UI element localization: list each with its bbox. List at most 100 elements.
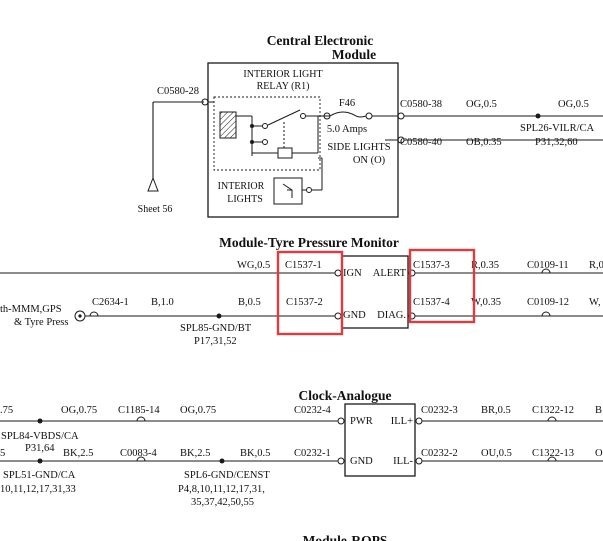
pin-terminal-icon xyxy=(415,417,423,425)
inline-connector-icon xyxy=(136,456,146,462)
tpms-pin-alert: ALERT xyxy=(373,268,407,279)
clock-splice-c: SPL6-GND/CENST xyxy=(184,470,270,481)
cem-out2-connector: C0580-40 xyxy=(400,137,442,148)
tpms-pin-diag: DIAG. xyxy=(377,310,406,321)
tpms-out2-far-connector: C0109-12 xyxy=(527,297,569,308)
inline-connector-icon xyxy=(541,268,551,274)
inline-connector-icon xyxy=(547,456,557,462)
relay-contact-icon xyxy=(262,123,268,129)
splice-dot xyxy=(37,458,43,464)
cem-left-connector: C0580-28 xyxy=(157,86,199,97)
splice-dot xyxy=(535,113,541,119)
rops-title: Module-ROPS xyxy=(303,533,388,541)
cem-box xyxy=(207,62,399,218)
splice-dot xyxy=(216,313,222,319)
tpms-in1-wire: WG,0.5 xyxy=(237,260,270,271)
splice-dot xyxy=(37,418,43,424)
clock-out1-wire: BR,0.5 xyxy=(481,405,511,416)
sheet-ref: Sheet 56 xyxy=(138,204,173,215)
clock-out2-connector: C0232-2 xyxy=(421,448,458,459)
clock-box xyxy=(344,403,416,477)
tpms-splice-pages: P17,31,52 xyxy=(194,336,237,347)
clock-row1-wire-a: OG,0.75 xyxy=(61,405,97,416)
relay-label-line2: RELAY (R1) xyxy=(257,81,310,92)
clock-row2-connector: C0083-4 xyxy=(120,448,158,459)
tpms-left-connector: C2634-1 xyxy=(92,297,129,308)
tpms-left-label1: th-MMM,GPS xyxy=(0,304,62,315)
relay-label-line1: INTERIOR LIGHT xyxy=(243,69,322,80)
tpms-pin-gnd: GND xyxy=(343,310,366,321)
tpms-pin-ign: IGN xyxy=(343,268,362,279)
cem-title-line1: Central Electronic xyxy=(267,33,374,48)
highlight-box-right xyxy=(408,248,476,324)
junction-dot xyxy=(250,140,254,144)
interior-lights-line1: INTERIOR xyxy=(218,181,265,192)
clock-splice-c-pages1: P4,8,10,11,12,17,31, xyxy=(178,484,265,495)
fuse-rating: 5.0 Amps xyxy=(327,124,367,135)
tpms-out1-far-connector: C0109-11 xyxy=(527,260,569,271)
interior-lights-switch-box xyxy=(273,177,303,205)
clock-pin-gnd: GND xyxy=(350,456,373,467)
inline-connector-icon xyxy=(136,416,146,422)
highlight-box-left xyxy=(276,250,344,336)
clock-splice-a: SPL84-VBDS/CA xyxy=(1,431,79,442)
pin-terminal-icon xyxy=(334,312,342,320)
tpms-out2-wire: W,0.35 xyxy=(471,297,501,308)
side-lights-line2: ON (O) xyxy=(353,155,386,166)
relay-outline xyxy=(213,96,321,171)
tpms-out1-edge-wire: R,0 xyxy=(589,260,603,271)
clock-title: Clock-Analogue xyxy=(298,388,391,403)
clock-row1-in-connector: C0232-4 xyxy=(294,405,332,416)
clock-row2-wire-c: BK,0.5 xyxy=(240,448,270,459)
inline-connector-icon xyxy=(541,311,551,317)
clock-row1-edge: .75 xyxy=(0,405,13,416)
fuse-icon xyxy=(329,111,367,118)
clock-out1-edge: B xyxy=(595,405,602,416)
clock-pin-pwr: PWR xyxy=(350,416,373,427)
pin-terminal-icon xyxy=(337,457,345,465)
relay-contact-icon xyxy=(300,113,306,119)
side-lights-line1: SIDE LIGHTS xyxy=(327,142,390,153)
clock-pin-ill-plus: ILL+ xyxy=(391,416,413,427)
inline-connector-icon xyxy=(89,311,99,317)
clock-out2-edge: O xyxy=(595,448,603,459)
sheet-arrow-icon xyxy=(147,176,159,192)
pin-terminal-icon xyxy=(397,112,405,120)
cem-splice-pages: P31,32,60 xyxy=(535,137,578,148)
clock-splice-c-pages2: 35,37,42,50,55 xyxy=(191,497,254,508)
cem-out1-connector: C0580-38 xyxy=(400,99,442,110)
cem-out1-wire: OG,0.5 xyxy=(466,99,497,110)
cem-out1-wire-right: OG,0.5 xyxy=(558,99,589,110)
clock-analogue: Clock-Analogue PWR GND ILL+ ILL- .75 OG,… xyxy=(0,388,603,508)
relay-switch-arm xyxy=(267,109,301,126)
tpms-in1-connector: C1537-1 xyxy=(285,260,322,271)
relay-contact-icon xyxy=(262,139,268,145)
pin-terminal-icon xyxy=(337,417,345,425)
tpms-in2-wire: B,0.5 xyxy=(238,297,261,308)
clock-row2-in-connector: C0232-1 xyxy=(294,448,331,459)
tpms-out2-connector: C1537-4 xyxy=(413,297,451,308)
clock-pin-ill-minus: ILL- xyxy=(393,456,413,467)
fuse-id: F46 xyxy=(339,98,355,109)
ground-connector-dot xyxy=(78,314,82,318)
central-electronic-module: Central Electronic Module INTERIOR LIGHT… xyxy=(138,33,603,218)
interior-lights-switch-icon xyxy=(282,183,293,198)
clock-splice-b-pages: 10,11,12,17,31,33 xyxy=(0,484,76,495)
pin-terminal-icon xyxy=(306,187,312,193)
tpms-out2-edge-wire: W, xyxy=(589,297,601,308)
clock-out2-far-connector: C1322-13 xyxy=(532,448,574,459)
clock-out1-far-connector: C1322-12 xyxy=(532,405,574,416)
relay-coil-hatched-icon xyxy=(219,111,237,139)
clock-row2-wire-b: BK,2.5 xyxy=(180,448,210,459)
cem-out2-wire: OB,0.35 xyxy=(466,137,502,148)
clock-row1-connector: C1185-14 xyxy=(118,405,160,416)
clock-out2-wire: OU,0.5 xyxy=(481,448,512,459)
cem-title-line2: Module xyxy=(332,47,376,62)
clock-row2-wire-a: BK,2.5 xyxy=(63,448,93,459)
tpms-left-label2: & Tyre Press xyxy=(14,317,68,328)
inline-connector-icon xyxy=(547,416,557,422)
clock-out1-connector: C0232-3 xyxy=(421,405,458,416)
clock-splice-a-pages: P31,64 xyxy=(25,443,55,454)
interior-lights-line2: LIGHTS xyxy=(227,194,263,205)
